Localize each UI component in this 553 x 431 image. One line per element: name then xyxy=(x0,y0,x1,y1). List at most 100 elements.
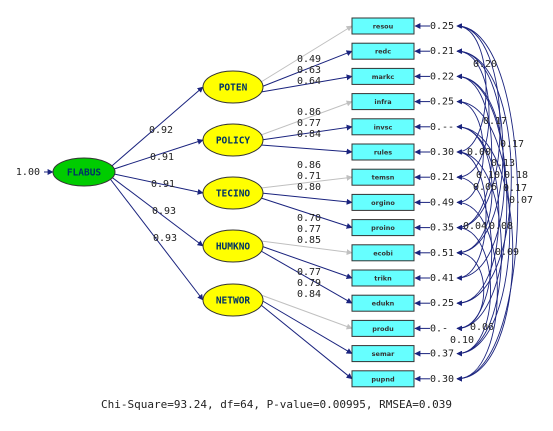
latent-factor-label-policy: POLICY xyxy=(216,136,251,147)
error-variance-resou: 0.25 xyxy=(430,21,454,32)
second-order-variance-label: 1.00 xyxy=(16,167,40,178)
loading-label-trikn: 0.77 xyxy=(297,224,321,235)
gamma-path-humkno xyxy=(108,174,204,247)
error-covariance-arc xyxy=(456,98,484,206)
latent-factor-policy xyxy=(202,123,264,157)
error-variance-proino: 0.35 xyxy=(430,223,454,234)
indicator-label-redc: redc xyxy=(375,48,391,56)
error-covariance-label: 0.00 xyxy=(467,147,491,158)
error-variance-orgino: 0.49 xyxy=(430,197,454,208)
error-covariance-label: 0.17 xyxy=(483,116,507,127)
error-covariance-label: 0.17 xyxy=(503,183,527,194)
indicator-label-resou: resou xyxy=(373,23,394,31)
loading-label-ecobi: 0.70 xyxy=(297,213,321,224)
error-covariance-label: 0.10 xyxy=(450,335,474,346)
error-covariance-arc xyxy=(456,124,493,256)
gamma-label-networ: 0.93 xyxy=(153,233,177,244)
path-layer xyxy=(44,23,430,382)
error-variance-rules: 0.30 xyxy=(430,147,454,158)
loading-path-invsc xyxy=(260,124,353,141)
error-covariance-arc xyxy=(456,174,493,332)
loading-path-proino xyxy=(260,197,353,229)
error-variance-pupnd: 0.30 xyxy=(430,374,454,385)
loading-path-markc xyxy=(260,74,353,93)
loading-label-resou: 0.49 xyxy=(297,54,321,65)
indicator-box-orgino xyxy=(351,193,415,211)
error-covariance-label: 0.18 xyxy=(504,170,528,181)
loading-label-produ: 0.77 xyxy=(297,267,321,278)
indicator-label-semar: semar xyxy=(372,350,395,358)
indicator-box-redc xyxy=(351,42,415,60)
error-covariance-arc xyxy=(456,124,514,382)
error-covariance-label: 0.06 xyxy=(473,182,497,193)
error-covariance-label: 0.20 xyxy=(473,59,497,70)
loading-label-rules: 0.84 xyxy=(297,129,321,140)
error-covariance-label: 0.06 xyxy=(470,322,494,333)
second-order-factor-ellipse xyxy=(52,157,116,187)
indicator-box-ecobi xyxy=(351,244,415,262)
error-covariance-label: 0.04 xyxy=(463,221,487,232)
latent-factor-label-poten: POTEN xyxy=(219,83,248,94)
error-covariance-label: 0.13 xyxy=(491,158,515,169)
indicator-label-temsn: temsn xyxy=(372,174,395,182)
error-covariance-arc xyxy=(456,73,508,332)
error-variance-infra: 0.25 xyxy=(430,97,454,108)
latent-factor-humkno xyxy=(202,229,264,263)
error-covariance-arc xyxy=(456,199,498,382)
indicator-box-trikn xyxy=(351,269,415,287)
error-covariance-arc xyxy=(456,149,487,281)
indicator-box-infra xyxy=(351,93,415,111)
error-covariance-label: 0.17 xyxy=(500,139,524,150)
second-order-factor-label: FLABUS xyxy=(67,168,102,179)
error-variance-markc: 0.22 xyxy=(430,71,454,82)
loading-label-pupnd: 0.84 xyxy=(297,289,321,300)
indicator-box-resou xyxy=(351,17,415,35)
error-covariance-arc xyxy=(456,250,485,332)
error-variance-temsn: 0.21 xyxy=(430,172,454,183)
error-covariance-arc xyxy=(456,224,491,357)
error-variance-produ: 0.- xyxy=(430,323,448,334)
indicator-box-produ xyxy=(351,319,415,337)
error-covariance-label: 0.10 xyxy=(476,170,500,181)
latent-factor-label-humkno: HUMKNO xyxy=(216,242,251,253)
loading-label-redc: 0.63 xyxy=(297,65,321,76)
indicator-label-infra: infra xyxy=(374,98,391,106)
gamma-path-policy xyxy=(108,138,204,172)
indicator-box-invsc xyxy=(351,118,415,136)
gamma-path-poten xyxy=(108,86,204,169)
indicator-box-markc xyxy=(351,67,415,85)
latent-factor-label-networ: NETWOR xyxy=(216,296,251,307)
indicator-box-edukn xyxy=(351,294,415,312)
indicator-box-pupnd xyxy=(351,370,415,388)
error-covariance-label: 0.07 xyxy=(509,195,533,206)
indicator-box-temsn xyxy=(351,168,415,186)
gamma-label-humkno: 0.93 xyxy=(152,206,176,217)
error-variance-invsc: 0.-- xyxy=(430,122,454,133)
loading-label-orgino: 0.71 xyxy=(297,171,321,182)
indicator-box-semar xyxy=(351,345,415,363)
path-diagram: FLABUSPOTENresouredcmarkcPOLICYinfrainvs… xyxy=(16,17,533,388)
loading-path-ecobi xyxy=(260,240,353,256)
loading-label-markc: 0.64 xyxy=(297,76,321,87)
error-covariance-label: 0.08 xyxy=(489,221,513,232)
loading-path-infra xyxy=(260,100,353,136)
loading-label-edukn: 0.85 xyxy=(297,235,321,246)
indicator-box-proino xyxy=(351,219,415,237)
indicator-label-proino: proino xyxy=(371,224,395,232)
indicator-label-pupnd: pupnd xyxy=(371,375,395,383)
latent-factor-poten xyxy=(202,70,264,104)
gamma-label-policy: 0.91 xyxy=(150,152,174,163)
error-variance-ecobi: 0.51 xyxy=(430,248,454,259)
loading-label-semar: 0.79 xyxy=(297,278,321,289)
gamma-label-tecino: 0.91 xyxy=(151,179,175,190)
error-covariance-arc xyxy=(456,23,501,231)
gamma-path-tecino xyxy=(108,172,204,195)
gamma-path-networ xyxy=(108,176,204,301)
loading-path-redc xyxy=(260,50,353,88)
error-variance-edukn: 0.25 xyxy=(430,298,454,309)
indicator-label-invsc: invsc xyxy=(374,123,393,131)
error-variance-trikn: 0.41 xyxy=(430,273,454,284)
loading-path-rules xyxy=(260,144,353,155)
indicator-label-ecobi: ecobi xyxy=(373,249,393,257)
fit-statistics: Chi-Square=93.24, df=64, P-value=0.00995… xyxy=(101,398,452,411)
